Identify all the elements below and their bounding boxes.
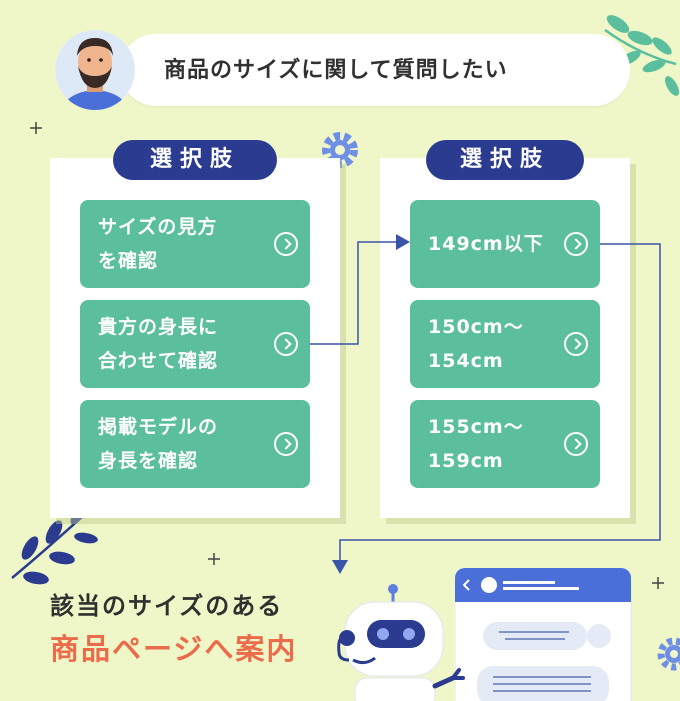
robot-assistant-icon <box>337 584 465 701</box>
chevron-right-icon <box>274 432 298 456</box>
option-label: 掲載モデルの 身長を確認 <box>98 416 219 472</box>
option-label: 149cm以下 <box>428 233 544 255</box>
chevron-right-icon <box>274 232 298 256</box>
user-avatar <box>55 30 135 110</box>
chevron-right-icon <box>564 432 588 456</box>
option-label: 155cm〜 159cm <box>428 416 524 472</box>
chevron-right-icon <box>564 232 588 256</box>
question-bubble <box>120 34 630 106</box>
option-150-154cm[interactable]: 150cm〜 154cm <box>410 300 600 388</box>
result-line-1: 該当のサイズのある <box>50 592 284 620</box>
gear-icon <box>322 132 358 168</box>
panel-label-right: 選択肢 <box>426 140 584 180</box>
question-text: 商品のサイズに関して質問したい <box>164 58 508 83</box>
result-line-2: 商品ページへ案内 <box>50 632 298 666</box>
chat-window-illustration <box>455 568 632 701</box>
option-label: 150cm〜 154cm <box>428 316 524 372</box>
option-label: サイズの見方 を確認 <box>98 216 218 272</box>
option-model-height[interactable]: 掲載モデルの 身長を確認 <box>80 400 310 488</box>
option-by-height[interactable]: 貴方の身長に 合わせて確認 <box>80 300 310 388</box>
option-149cm-or-less[interactable]: 149cm以下 <box>410 200 600 288</box>
option-size-guide[interactable]: サイズの見方 を確認 <box>80 200 310 288</box>
option-label: 貴方の身長に 合わせて確認 <box>98 316 219 372</box>
option-155-159cm[interactable]: 155cm〜 159cm <box>410 400 600 488</box>
sparkle-icons <box>30 122 664 589</box>
gear-icon-bottom-right <box>657 637 680 671</box>
chevron-right-icon <box>564 332 588 356</box>
chevron-right-icon <box>274 332 298 356</box>
panel-label-left: 選択肢 <box>113 140 277 180</box>
